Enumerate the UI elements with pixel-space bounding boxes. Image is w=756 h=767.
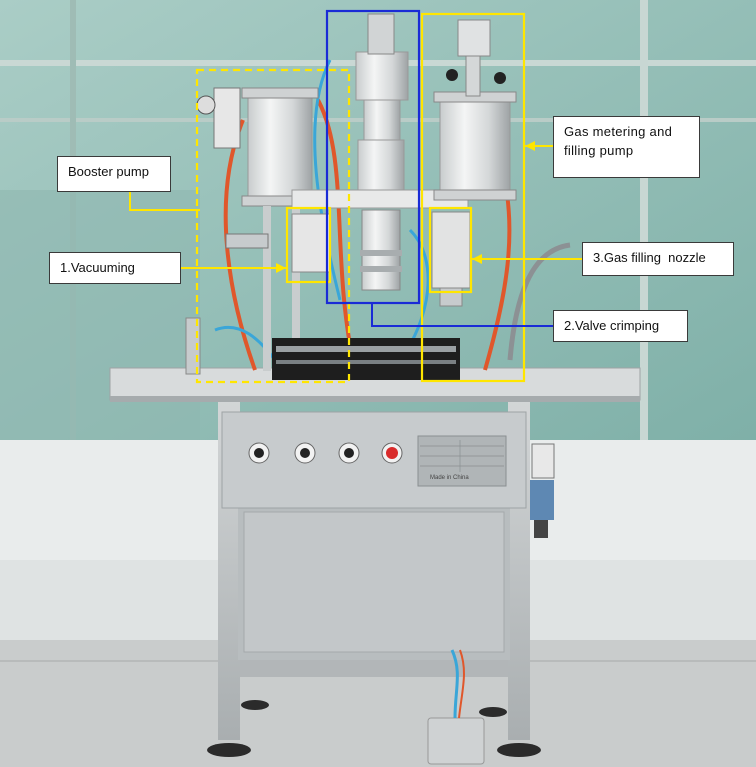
- nameplate: [417, 435, 507, 487]
- table-edge: [110, 396, 640, 402]
- arrow-gas: [525, 141, 535, 151]
- foot: [241, 700, 269, 710]
- crimping-outline: [325, 9, 421, 305]
- black-knob: [494, 72, 506, 84]
- air-filter: [530, 480, 554, 520]
- gas-filling-nozzle-label: 3.Gas filling nozzle: [582, 242, 734, 276]
- vacuum-valve: [225, 233, 269, 249]
- booster-rod: [263, 206, 271, 371]
- nameplate-text: Made in China: [430, 475, 469, 481]
- black-knob: [446, 69, 458, 81]
- gas-nozzle: [431, 211, 471, 289]
- gas-nozzle-outline: [428, 206, 473, 294]
- booster-cap: [241, 87, 319, 99]
- pedal-cable: [458, 649, 465, 719]
- air-filter-cap: [534, 520, 548, 538]
- leader-booster: [129, 192, 200, 211]
- gas-nozzle-lower: [439, 287, 463, 307]
- cabinet-door: [243, 511, 505, 653]
- air-regulator: [531, 443, 555, 479]
- booster-cylinder: [247, 91, 313, 203]
- stop-button: [386, 447, 398, 459]
- can-tray: [272, 338, 460, 380]
- door-panel: [0, 190, 200, 440]
- foot: [497, 743, 541, 757]
- window-mullion: [640, 0, 648, 440]
- vacuum-outline: [285, 206, 332, 284]
- gas-top-valve: [457, 19, 491, 57]
- arrow-nozzle: [472, 254, 482, 264]
- gas-rod: [465, 55, 481, 97]
- booster-pump-label: Booster pump: [57, 156, 171, 192]
- gas-metering-label: Gas metering and filling pump: [553, 116, 700, 178]
- can-tray-rail: [276, 346, 456, 352]
- booster-outline: [195, 68, 351, 384]
- crimp-head-ring: [360, 266, 402, 272]
- leader-crimp: [371, 304, 553, 327]
- vacuuming-label: 1.Vacuuming: [49, 252, 181, 284]
- gas-cylinder-cap: [433, 189, 517, 201]
- leader-lines: [129, 141, 582, 327]
- foot: [207, 743, 251, 757]
- control-button: [254, 448, 264, 458]
- gas-pump-outline: [420, 12, 526, 383]
- foot-pedal: [427, 717, 485, 765]
- pedal-cable: [450, 649, 459, 719]
- can-tray-rail: [276, 360, 456, 364]
- arrow-vacuum: [276, 263, 286, 273]
- control-button: [344, 448, 354, 458]
- leg-brace: [240, 655, 508, 677]
- crimp-top-cylinder: [355, 51, 409, 101]
- booster-rod: [292, 206, 300, 371]
- hose-gray: [507, 242, 571, 361]
- crimp-head-ring: [360, 250, 402, 256]
- gas-cylinder: [439, 95, 511, 197]
- crimp-column: [363, 99, 401, 141]
- annotation-outlines: [195, 9, 526, 384]
- hose-blue: [313, 59, 342, 301]
- valve-crimping-label: 2.Valve crimping: [553, 310, 688, 342]
- hose-orange: [223, 119, 257, 371]
- crimp-top-fitting: [367, 13, 395, 55]
- pressure-gauge: [196, 95, 216, 115]
- foot: [479, 707, 507, 717]
- control-button: [300, 448, 310, 458]
- vacuum-module: [291, 213, 331, 273]
- gauge-filter: [213, 87, 241, 149]
